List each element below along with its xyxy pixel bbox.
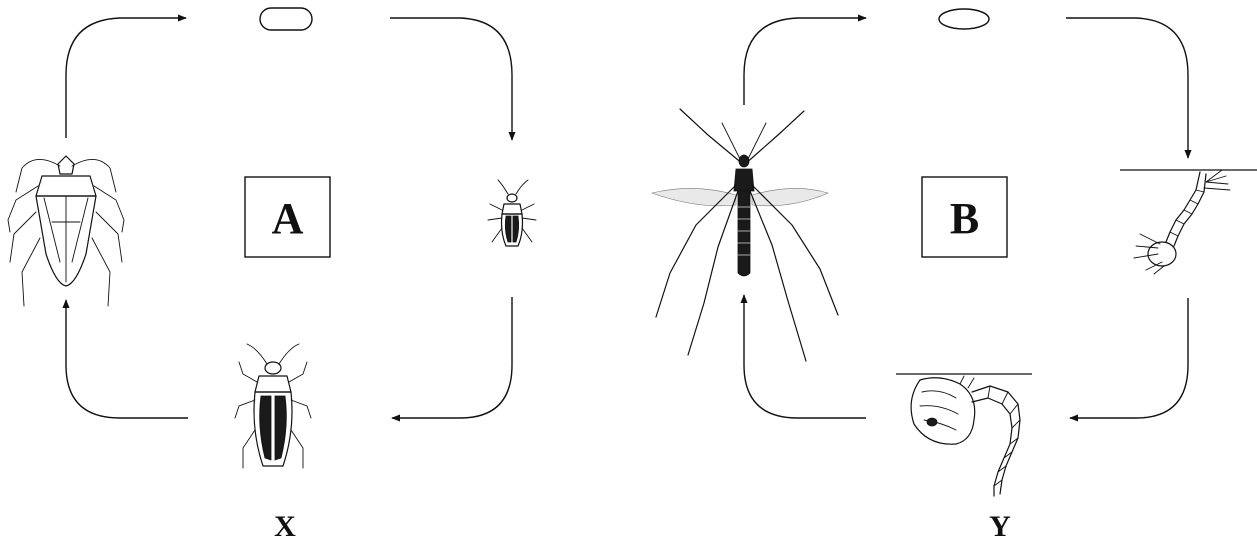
arrow-small-to-large-nymph-a <box>392 297 512 418</box>
arrow-large-nymph-to-adult-a <box>66 300 188 418</box>
egg-icon <box>939 9 989 29</box>
egg-icon <box>260 8 312 30</box>
larva-icon <box>1120 170 1257 274</box>
adult-bug-icon <box>8 156 124 306</box>
arrow-adult-to-egg-a <box>66 18 186 138</box>
arrow-adult-to-egg-b <box>744 18 866 105</box>
large-nymph-icon <box>235 344 311 468</box>
cycle-a: A X <box>8 8 536 543</box>
small-nymph-icon <box>488 180 536 246</box>
arrow-egg-to-larva-b <box>1066 18 1188 158</box>
cycle-b-label: B <box>950 194 979 243</box>
cycle-a-caption: X <box>274 510 296 543</box>
mosquito-icon <box>652 109 838 361</box>
cycle-b: B <box>652 9 1257 543</box>
pupa-icon <box>896 374 1032 496</box>
cycle-b-caption: Y <box>989 510 1011 543</box>
arrow-larva-to-pupa-b <box>1070 298 1188 418</box>
cycle-a-label: A <box>272 194 304 243</box>
arrow-egg-to-small-nymph-a <box>390 18 512 140</box>
